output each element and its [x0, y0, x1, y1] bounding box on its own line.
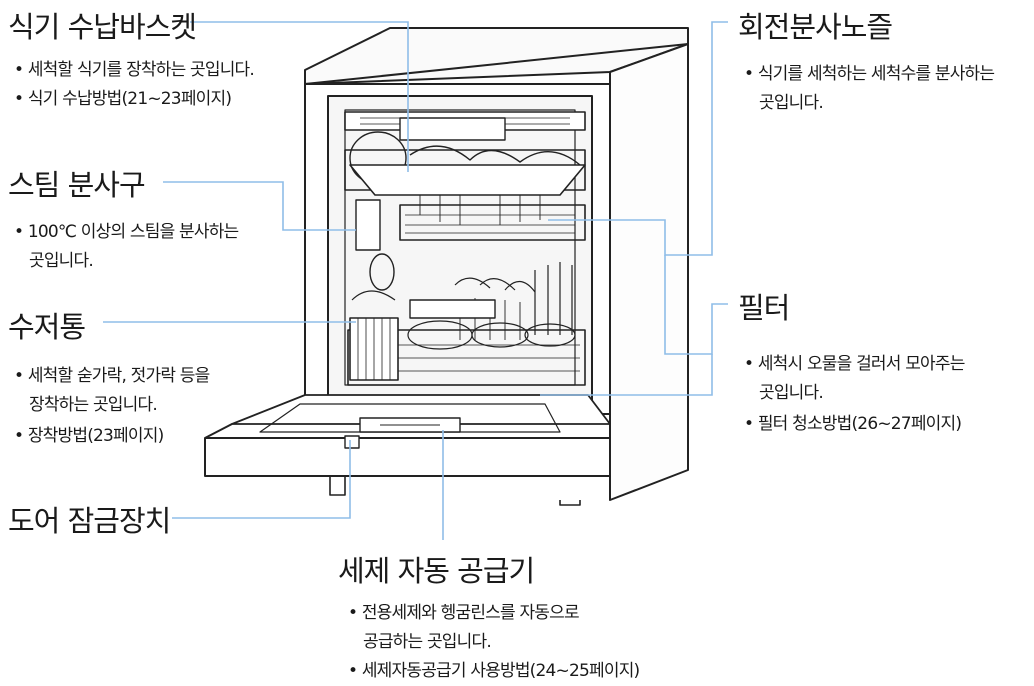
cutlery-desc-2: 장착하는 곳입니다.	[29, 395, 158, 415]
dispenser-desc-1: • 전용세제와 헹굼린스를 자동으로	[348, 603, 580, 623]
open-door	[204, 394, 611, 477]
dispenser-desc-2: 공급하는 곳입니다.	[363, 632, 492, 652]
dispenser-desc-3: • 세제자동공급기 사용방법(24~25페이지)	[348, 661, 640, 681]
steam-desc-2: 곳입니다.	[29, 251, 94, 271]
dispenser-title: 세제 자동 공급기	[338, 554, 535, 588]
dishwasher-feet	[329, 476, 581, 506]
upper-rack	[344, 131, 586, 241]
filter-desc-2: 곳입니다.	[759, 383, 824, 403]
cutlery-desc-1: • 세척할 숟가락, 젓가락 등을	[14, 366, 210, 386]
leader-filter-2	[540, 354, 713, 396]
cutlery-holder	[349, 290, 399, 381]
steam-nozzle	[355, 199, 395, 291]
nozzle-desc-1: • 식기를 세척하는 세척수를 분사하는	[744, 64, 995, 84]
basket-desc-1: • 세척할 식기를 장착하는 곳입니다.	[14, 60, 255, 80]
leader-doorlock	[172, 440, 351, 519]
lower-rack	[347, 262, 586, 386]
filter-desc-3: • 필터 청소방법(26~27페이지)	[744, 414, 962, 434]
nozzle-desc-2: 곳입니다.	[759, 93, 824, 113]
nozzle-title: 회전분사노즐	[738, 10, 893, 44]
basket-title: 식기 수납바스켓	[8, 10, 197, 44]
leader-nozzle	[548, 21, 728, 256]
filter-desc-1: • 세척시 오물을 걸러서 모아주는	[744, 354, 965, 374]
steam-title: 스팀 분사구	[8, 168, 146, 202]
dish-basket	[344, 111, 586, 141]
basket-desc-2: • 식기 수납방법(21~23페이지)	[14, 89, 232, 109]
dishwasher-right-side	[609, 43, 689, 501]
cutlery-desc-3: • 장착방법(23페이지)	[14, 426, 164, 446]
steam-desc-1: • 100℃ 이상의 스팀을 분사하는	[14, 222, 239, 242]
doorlock-title: 도어 잠금장치	[8, 504, 171, 538]
leader-basket	[190, 21, 409, 172]
cutlery-title: 수저통	[8, 310, 86, 344]
leader-steam	[163, 181, 356, 231]
filter-title: 필터	[738, 291, 790, 325]
